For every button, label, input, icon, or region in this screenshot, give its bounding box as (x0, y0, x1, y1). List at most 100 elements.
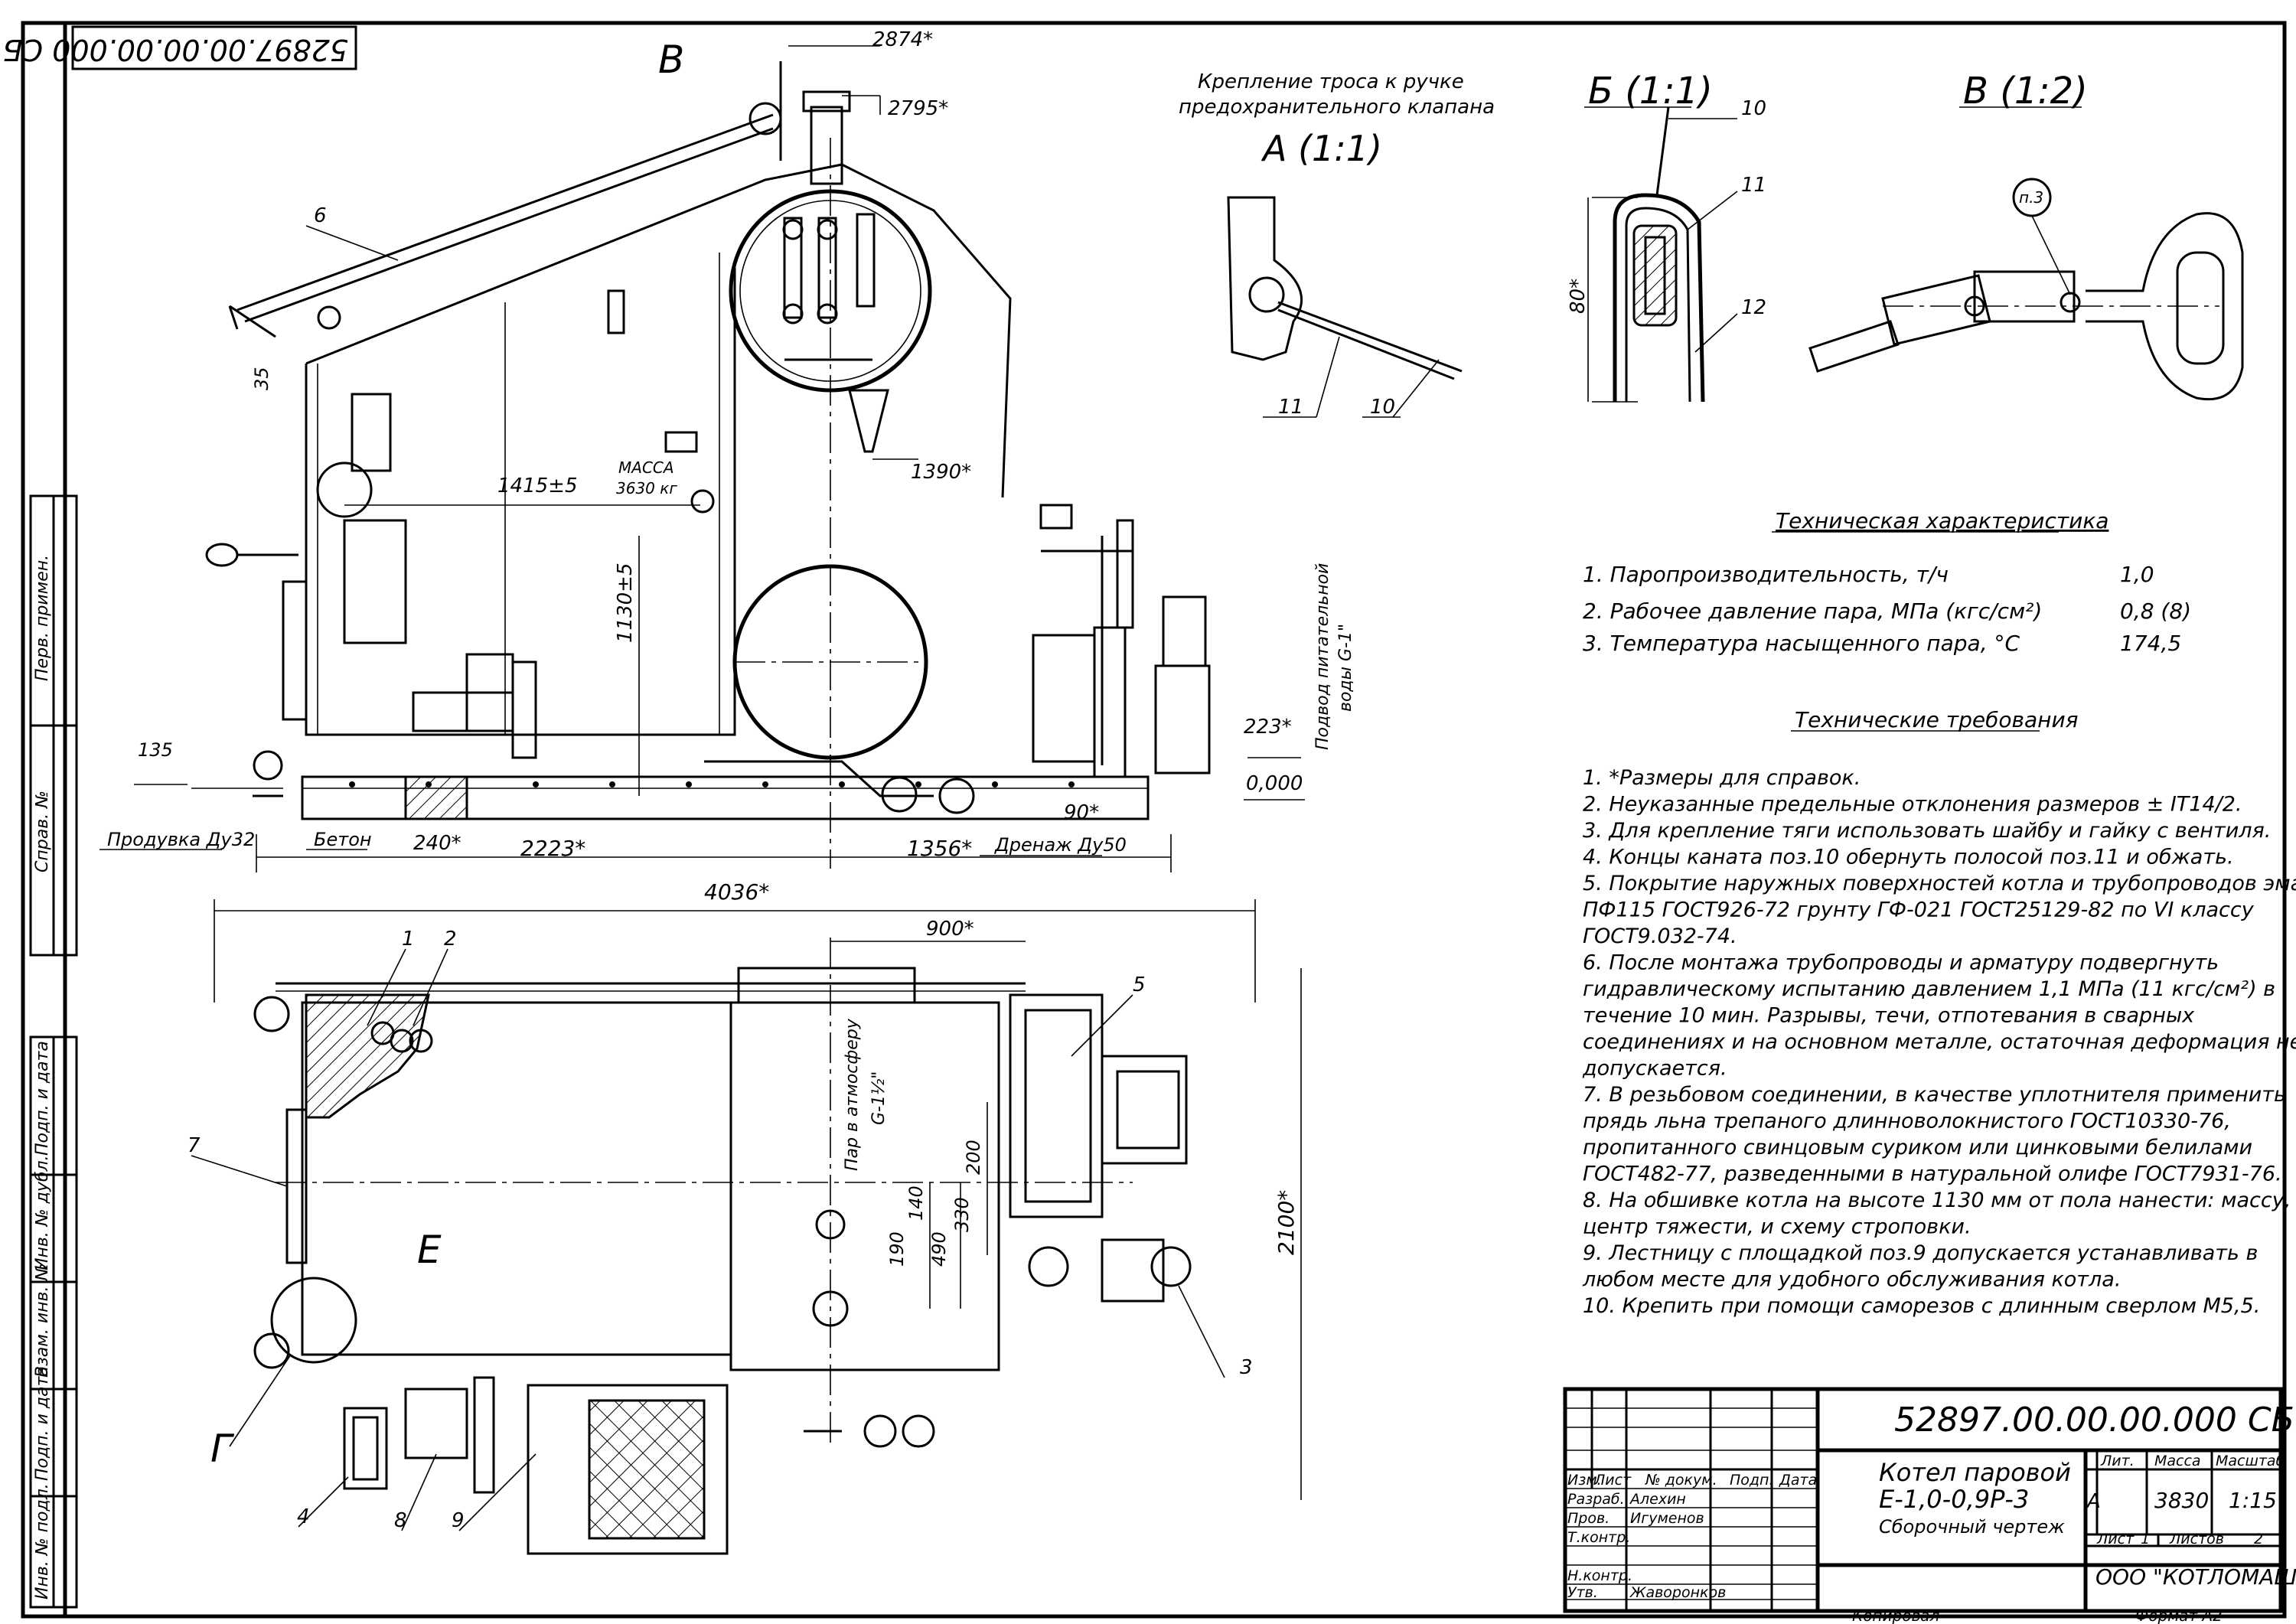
tb-nkontr-role: Н.контр. (1567, 1567, 1632, 1584)
pos-8: 8 (394, 1509, 407, 1532)
pos-6: 6 (314, 204, 327, 227)
tb-mass-hdr: Масса (2154, 1453, 2201, 1469)
side-view-dims: 2874* 2795* 1390* 1415±5 1130±5 МАССА 36… (99, 28, 1355, 872)
tb-lit-hdr: Лит. (2100, 1453, 2135, 1469)
label-steam-1: Пар в атмосферу (843, 1018, 862, 1171)
tb-scale-hdr: Масштаб (2216, 1453, 2285, 1469)
pos-1: 1 (402, 928, 415, 951)
pos-2: 2 (444, 928, 457, 951)
pos-4: 4 (297, 1505, 310, 1528)
tech-req-line: центр тяжести, и схему строповки. (1583, 1215, 1971, 1239)
tech-char-row-3-value: 174,5 (2120, 631, 2181, 656)
insulation-section (305, 993, 430, 1119)
inner-frame (63, 21, 2287, 1619)
tb-hdr-list: Лист (1593, 1472, 1632, 1489)
label-drain: Дренаж Ду50 (994, 834, 1127, 856)
detail-a-title: А (1:1) (1261, 128, 1382, 169)
tech-req-line: 4. Концы каната поз.10 обернуть полосой … (1583, 846, 2234, 869)
rotated-doc-code: 52897.00.00.00.000 СБ (3, 33, 348, 67)
tb-scale-val: 1:15 (2229, 1488, 2277, 1513)
stamp-inv-dubl: Инв. № дубл. (33, 1155, 52, 1270)
tb-sheet-val: 1 (2141, 1531, 2150, 1547)
detail-b-pos-11: 11 (1741, 174, 1766, 197)
dim-0000: 0,000 (1246, 772, 1303, 795)
tech-req-line: ГОСТ9.032-74. (1583, 925, 1737, 948)
view-g-label: Г (210, 1427, 235, 1471)
detail-b-pos-10: 10 (1741, 97, 1766, 120)
tech-req-line: 8. На обшивке котла на высоте 1130 мм от… (1583, 1189, 2291, 1212)
stamp-podp-data-1: Подп. и дата (33, 1041, 52, 1156)
stamp-perv-primen: Перв. примен. (33, 555, 52, 681)
tb-utv-role: Утв. (1567, 1584, 1598, 1601)
tech-char-title: Техническая характеристика (1776, 508, 2108, 533)
dim-140: 140 (905, 1185, 927, 1221)
detail-a-caption-2: предохранительного клапана (1179, 96, 1495, 119)
dim-223: 223* (1244, 716, 1292, 739)
tb-company: ООО "КОТЛОМАШ" (2095, 1564, 2296, 1590)
tech-req-line: 10. Крепить при помощи саморезов с длинн… (1583, 1294, 2260, 1318)
pos-5: 5 (1133, 973, 1146, 996)
tech-req-line: ПФ115 ГОСТ926-72 грунту ГФ-021 ГОСТ25129… (1583, 898, 2255, 922)
tb-sheets-hdr: Листов (2169, 1531, 2224, 1547)
dim-1356: 1356* (907, 836, 972, 861)
dim-2100: 2100* (1274, 1190, 1299, 1255)
label-feedwater-2: воды G-1" (1336, 624, 1355, 712)
water-gauges (782, 213, 889, 453)
dim-200: 200 (963, 1140, 984, 1175)
tech-req-line: 6. После монтажа трубопроводы и арматуру… (1583, 951, 2219, 975)
tech-req-title: Технические требования (1795, 707, 2079, 732)
dim-90: 90* (1064, 801, 1099, 824)
pos-9: 9 (452, 1509, 465, 1532)
detail-a: Крепление троса к ручке предохранительно… (1179, 70, 1495, 419)
tb-doc-code: 52897.00.00.00.000 СБ (1894, 1401, 2294, 1440)
dim-80: 80* (1567, 279, 1590, 314)
detail-a-pos-11: 11 (1278, 396, 1303, 419)
stamp-vzam-inv: Взам. инв. № (33, 1264, 52, 1378)
detail-b-pos-12: 12 (1741, 296, 1766, 319)
dim-4036: 4036* (704, 879, 769, 905)
tb-hdr-ndoc: № докум. (1645, 1472, 1717, 1489)
tech-req-line: прядь льна трепаного длинноволокнистого … (1583, 1110, 2231, 1133)
tb-name-2: Е-1,0-0,9Р-3 (1879, 1485, 2029, 1514)
tb-prov-role: Пров. (1567, 1510, 1609, 1527)
view-b-label: В (658, 38, 684, 82)
view-e-label: Е (417, 1228, 442, 1272)
dim-1130: 1130±5 (614, 563, 637, 644)
tb-lit-val: А (2086, 1490, 2101, 1513)
dim-240: 240* (413, 832, 461, 855)
dim-900: 900* (926, 918, 974, 941)
detail-v: В (1:2) п.3 (1808, 70, 2244, 401)
mass-label-2: 3630 кг (616, 479, 677, 497)
dim-2874: 2874* (872, 28, 933, 51)
title-block: Изм. Лист № докум. Подп. Дата Разраб. Ал… (1563, 1387, 2296, 1624)
tech-req-lines: 1. *Размеры для справок.2. Неуказанные п… (1582, 766, 2296, 1318)
feed-pump (1032, 504, 1211, 778)
concrete-block (404, 775, 468, 820)
dim-2223: 2223* (520, 836, 585, 861)
tech-req-line: 3. Для крепление тяги использовать шайбу… (1583, 819, 2271, 843)
tb-name-3: Сборочный чертеж (1879, 1516, 2065, 1538)
tb-utv-name: Жаворонков (1629, 1584, 1726, 1601)
tech-req-line: 1. *Размеры для справок. (1583, 766, 1861, 790)
ladder-platform (527, 1384, 729, 1555)
tech-requirements: Технические требования 1. *Размеры для с… (1582, 707, 2296, 1318)
detail-b: Б (1:1) 80* 10 11 12 (1567, 70, 1766, 403)
tech-req-line: соединениях и на основном металле, остат… (1583, 1030, 2296, 1054)
callout-p3: п.3 (2019, 188, 2043, 207)
detail-a-caption-1: Крепление троса к ручке (1198, 70, 1464, 93)
dim-2795: 2795* (888, 97, 948, 120)
tech-char-row-2-value: 0,8 (8) (2120, 598, 2191, 624)
dim-1415: 1415±5 (497, 474, 578, 497)
stamp-podp-data-2: Подп. и дата (33, 1366, 52, 1481)
tech-req-line: ГОСТ482-77, разведенными в натуральной о… (1583, 1163, 2282, 1186)
tb-name-1: Котел паровой (1879, 1458, 2071, 1487)
tb-hdr-izm: Изм. (1567, 1472, 1602, 1489)
label-blowdown: Продувка Ду32 (107, 829, 255, 850)
base-frame (301, 775, 1150, 820)
tech-characteristics: Техническая характеристика 1. Паропроизв… (1583, 508, 2191, 656)
tb-razrab-name: Алехин (1629, 1491, 1686, 1508)
safety-valve (748, 61, 851, 185)
tb-sheet-hdr: Лист (2096, 1531, 2135, 1547)
tech-char-row-1-value: 1,0 (2120, 562, 2154, 587)
